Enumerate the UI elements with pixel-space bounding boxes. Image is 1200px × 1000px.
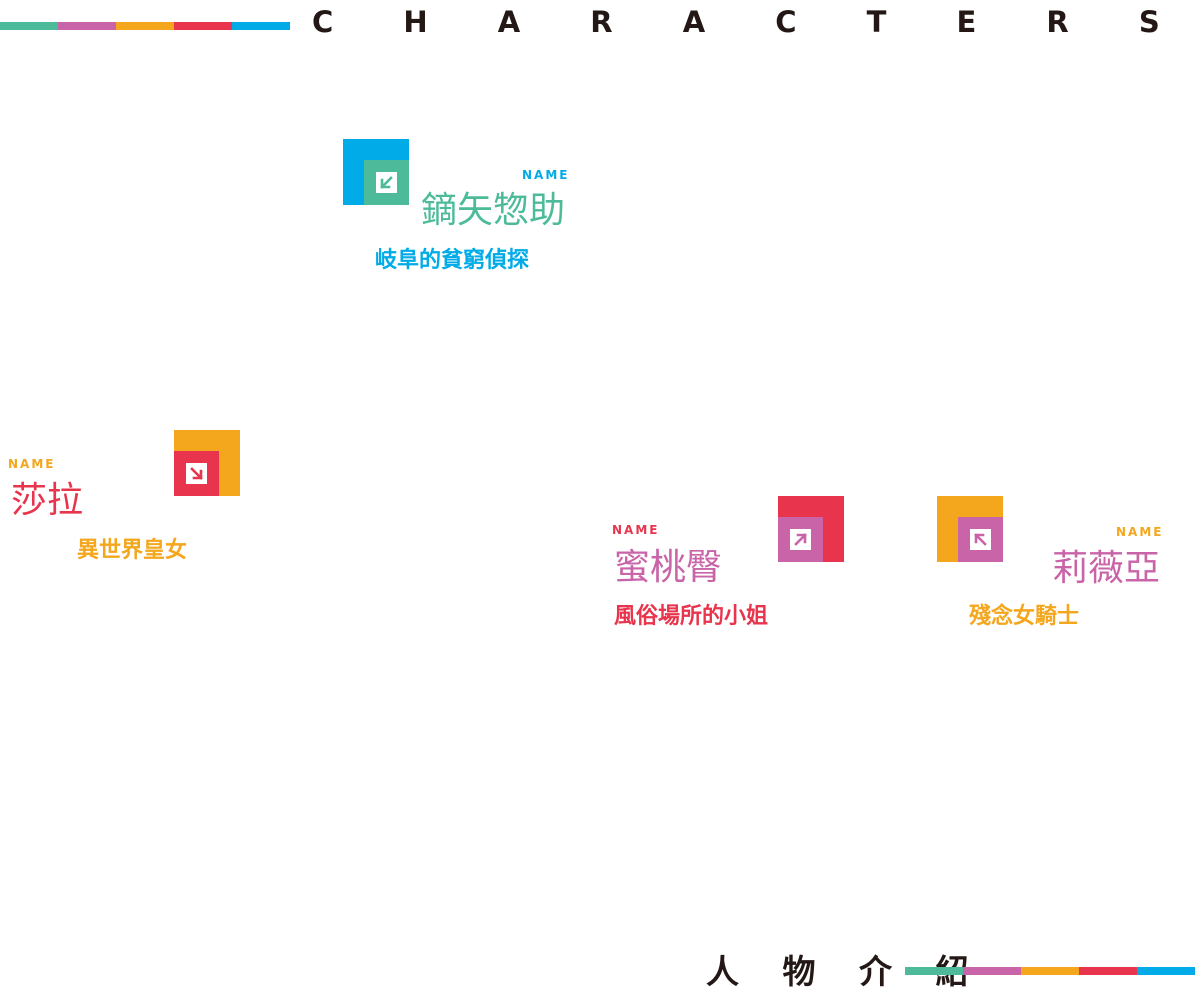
arrow-up-right-icon [794,533,807,546]
character-badge [174,430,240,496]
character-role: 殘念女騎士 [969,604,1080,629]
color-segment [58,22,116,30]
color-segment [232,22,290,30]
arrow-down-left-icon [380,176,393,189]
character-badge [778,496,844,562]
character-name: 莎拉 [11,480,84,521]
color-segment [1137,967,1195,975]
character-badge [937,496,1003,562]
character-role: 岐阜的貧窮偵探 [375,248,530,273]
arrow-down-right-icon [190,467,203,480]
badge-inner [174,451,219,496]
character-name: 莉薇亞 [1052,548,1161,589]
character-role: 異世界皇女 [77,538,188,563]
color-segment [174,22,232,30]
character-name: 鏑矢惣助 [421,190,566,231]
character-role: 風俗場所的小姐 [614,604,769,629]
color-segment [905,967,963,975]
name-tag: NAME [522,168,570,182]
badge-inner [778,517,823,562]
arrow-up-left-icon [974,533,987,546]
name-tag: NAME [612,523,660,537]
badge-inner [364,160,409,205]
character-card-3[interactable]: NAME 蜜桃臀 風俗場所的小姐 [612,496,852,636]
color-segment [963,967,1021,975]
name-tag: NAME [1116,525,1164,539]
page-title: C H A R A C T E R S [312,5,1190,39]
bottom-color-bar [905,967,1195,975]
character-name: 蜜桃臀 [614,547,723,588]
character-card-2[interactable]: NAME 莎拉 異世界皇女 [8,430,248,570]
color-segment [116,22,174,30]
character-badge [343,139,409,205]
badge-inner [958,517,1003,562]
name-tag: NAME [8,457,56,471]
top-color-bar [0,22,290,30]
color-segment [1021,967,1079,975]
color-segment [1079,967,1137,975]
color-segment [0,22,58,30]
character-card-4[interactable]: NAME 莉薇亞 殘念女騎士 [937,496,1177,636]
character-card-1[interactable]: NAME 鏑矢惣助 岐阜的貧窮偵探 [343,139,583,279]
